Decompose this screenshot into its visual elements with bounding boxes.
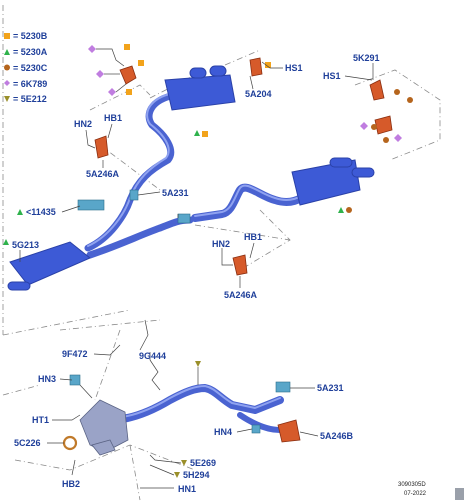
circle-icon bbox=[346, 207, 352, 213]
label-5a231-mid: 5A231 bbox=[162, 188, 189, 198]
left-muffler bbox=[164, 65, 236, 111]
triangle-down-icon bbox=[174, 472, 180, 478]
legend-label: = 5230B bbox=[13, 31, 48, 41]
diamond-icon bbox=[4, 80, 10, 86]
triangle-icon bbox=[3, 239, 9, 245]
catalytic-converter bbox=[62, 399, 129, 456]
circle-icon bbox=[394, 89, 400, 95]
isolators bbox=[69, 199, 261, 434]
legend-item-5230b: = 5230B bbox=[4, 31, 48, 41]
label-hb1-top: HB1 bbox=[104, 113, 122, 123]
leader-lines bbox=[19, 48, 374, 489]
legend: = 5230B = 5230A = 5230C = 6K789 = 5E212 bbox=[4, 31, 48, 104]
label-hn1: HN1 bbox=[178, 484, 196, 494]
diamond-icon bbox=[96, 70, 104, 78]
circle-icon bbox=[407, 97, 413, 103]
triangle-down-icon bbox=[4, 96, 10, 102]
circle-icon bbox=[4, 64, 10, 71]
diamond-icon bbox=[360, 122, 368, 130]
label-5a231-low: 5A231 bbox=[317, 383, 344, 393]
legend-item-6k789: = 6K789 bbox=[4, 79, 47, 89]
label-hn2-mid: HN2 bbox=[212, 239, 230, 249]
legend-label: = 6K789 bbox=[13, 79, 47, 89]
square-icon bbox=[202, 131, 208, 137]
label-5c226: 5C226 bbox=[14, 438, 41, 448]
fastener-markers bbox=[3, 44, 413, 478]
triangle-icon bbox=[4, 49, 10, 55]
gasket-icon bbox=[62, 435, 78, 451]
label-5h294: 5H294 bbox=[183, 470, 210, 480]
legend-label: = 5230C bbox=[13, 63, 48, 73]
resonator bbox=[7, 241, 91, 291]
label-hs1-top: HS1 bbox=[285, 63, 303, 73]
square-icon bbox=[124, 44, 130, 50]
label-5a246b: 5A246B bbox=[320, 431, 354, 441]
label-5a246a-top: 5A246A bbox=[86, 169, 120, 179]
corner-marker-icon bbox=[455, 488, 464, 500]
diagram-code: 3090305D bbox=[398, 482, 426, 488]
legend-item-5230a: = 5230A bbox=[4, 47, 48, 57]
legend-item-5230c: = 5230C bbox=[4, 63, 48, 73]
label-hn2-top: HN2 bbox=[74, 119, 92, 129]
label-5a246a-mid: 5A246A bbox=[224, 290, 258, 300]
diagram-date: 07-2022 bbox=[404, 491, 427, 497]
label-hb1-mid: HB1 bbox=[244, 232, 262, 242]
oxygen-sensors bbox=[139, 319, 161, 391]
square-icon bbox=[138, 60, 144, 66]
triangle-icon bbox=[17, 209, 23, 215]
hanger-brackets bbox=[94, 57, 393, 443]
label-hn3: HN3 bbox=[38, 374, 56, 384]
right-muffler bbox=[291, 157, 375, 206]
label-hn4: HN4 bbox=[214, 427, 232, 437]
triangle-icon bbox=[194, 130, 200, 136]
legend-item-5e212: = 5E212 bbox=[4, 94, 47, 104]
label-5k291: 5K291 bbox=[353, 53, 380, 63]
label-hs1-right: HS1 bbox=[323, 71, 341, 81]
legend-label: = 5230A bbox=[13, 47, 48, 57]
label-9f472: 9F472 bbox=[62, 349, 88, 359]
pipe-clamps bbox=[129, 189, 291, 393]
square-icon bbox=[126, 89, 132, 95]
diamond-icon bbox=[394, 134, 402, 142]
label-ht1: HT1 bbox=[32, 415, 49, 425]
label-11435: <11435 bbox=[26, 207, 56, 217]
label-5g213: 5G213 bbox=[12, 240, 39, 250]
label-5a204: 5A204 bbox=[245, 89, 272, 99]
diamond-icon bbox=[88, 45, 96, 53]
square-icon bbox=[265, 62, 271, 68]
circle-icon bbox=[371, 124, 377, 130]
diamond-icon bbox=[108, 88, 116, 96]
square-icon bbox=[4, 33, 10, 39]
label-5e269: 5E269 bbox=[190, 458, 216, 468]
triangle-down-icon bbox=[195, 361, 201, 367]
circle-icon bbox=[383, 137, 389, 143]
triangle-down-icon bbox=[181, 460, 187, 466]
exhaust-pipes bbox=[84, 91, 314, 433]
diagram-footer: 3090305D 07-2022 bbox=[398, 482, 464, 500]
legend-label: = 5E212 bbox=[13, 94, 47, 104]
part-labels: HS1 5A204 5K291 HS1 HN2 HB1 5A246A 5A231… bbox=[12, 53, 380, 494]
triangle-icon bbox=[338, 207, 344, 213]
label-9g444: 9G444 bbox=[139, 351, 166, 361]
label-hb2: HB2 bbox=[62, 479, 80, 489]
